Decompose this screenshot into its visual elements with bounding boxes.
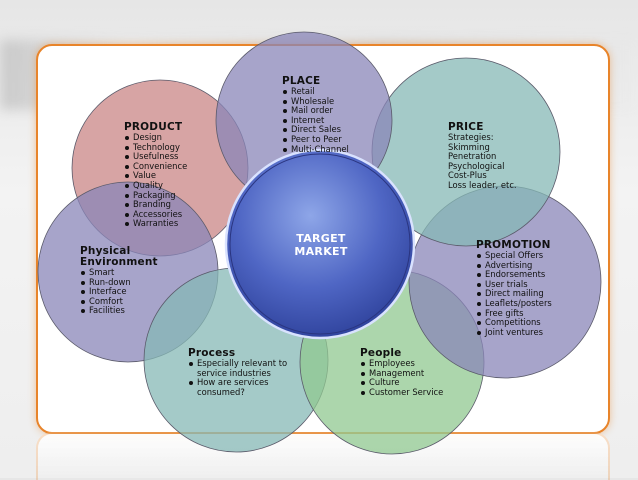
list-item: Quality bbox=[124, 180, 187, 191]
list-item: Direct Sales bbox=[282, 125, 349, 135]
list-item: Direct mailing bbox=[476, 289, 552, 299]
place-label: PLACE Retail Wholesale Mail order Intern… bbox=[282, 76, 349, 154]
list-item: How are services bbox=[188, 378, 287, 388]
place-list: Retail Wholesale Mail order Internet Dir… bbox=[282, 86, 349, 155]
physical-environment-label: Physical Environment Smart Run-down Inte… bbox=[80, 246, 158, 316]
promotion-label: PROMOTION Special Offers Advertising End… bbox=[476, 240, 552, 337]
list-item: Advertising bbox=[476, 260, 552, 271]
list-item: Peer to Peer bbox=[282, 134, 349, 145]
people-title: People bbox=[360, 347, 402, 359]
list-item-continuation: consumed? bbox=[197, 386, 245, 397]
product-label: PRODUCT Design Technology Usefulness Con… bbox=[124, 122, 187, 229]
promotion-list: Special Offers Advertising Endorsements … bbox=[476, 250, 552, 338]
list-item: Joint ventures bbox=[476, 327, 552, 338]
process-list: Especially relevant to service industrie… bbox=[188, 358, 287, 397]
list-item: Convenience bbox=[124, 161, 187, 172]
list-item: Interface bbox=[80, 287, 158, 297]
price-line: Skimming bbox=[448, 141, 490, 152]
promotion-title: PROMOTION bbox=[476, 239, 551, 251]
price-title: PRICE bbox=[448, 121, 484, 133]
center-line-2: MARKET bbox=[294, 245, 348, 258]
list-item: Branding bbox=[124, 200, 187, 210]
price-line: Penetration bbox=[448, 151, 497, 162]
physical-environment-list: Smart Run-down Interface Comfort Facilit… bbox=[80, 267, 158, 316]
process-title: Process bbox=[188, 347, 236, 359]
list-item: Packaging bbox=[124, 190, 187, 201]
list-item: Technology bbox=[124, 142, 187, 153]
target-market-circle bbox=[224, 148, 416, 340]
list-item: Free gifts bbox=[476, 308, 552, 319]
list-item: Culture bbox=[360, 378, 443, 388]
list-item: Smart bbox=[80, 267, 158, 278]
list-item: Accessories bbox=[124, 209, 187, 220]
list-item: Run-down bbox=[80, 277, 158, 288]
list-item: Special Offers bbox=[476, 250, 552, 261]
list-item: Mail order bbox=[282, 106, 349, 116]
list-item: Endorsements bbox=[476, 270, 552, 280]
list-item: Employees bbox=[360, 358, 443, 369]
list-item: Wholesale bbox=[282, 96, 349, 107]
list-item: Especially relevant to bbox=[188, 358, 287, 369]
price-line: Psychological bbox=[448, 160, 505, 171]
people-label: People Employees Management Culture Cust… bbox=[360, 348, 443, 397]
price-line: Loss leader, etc. bbox=[448, 179, 517, 190]
center-line-1: TARGET bbox=[296, 232, 346, 245]
target-market-inner-ring bbox=[229, 153, 411, 335]
product-list: Design Technology Usefulness Convenience… bbox=[124, 132, 187, 229]
process-label: Process Especially relevant to service i… bbox=[188, 348, 287, 397]
list-item: User trials bbox=[476, 279, 552, 290]
list-item: Comfort bbox=[80, 296, 158, 307]
people-list: Employees Management Culture Customer Se… bbox=[360, 358, 443, 398]
product-title: PRODUCT bbox=[124, 121, 183, 133]
frame-reflection bbox=[36, 432, 610, 480]
physical-title: Physical bbox=[80, 245, 131, 257]
price-label: PRICE Strategies: Skimming Penetration P… bbox=[448, 122, 517, 191]
list-item: Management bbox=[360, 368, 443, 379]
list-item: Retail bbox=[282, 86, 349, 97]
list-item: Leaflets/posters bbox=[476, 298, 552, 309]
list-item: Customer Service bbox=[360, 387, 443, 398]
list-item: Design bbox=[124, 132, 187, 143]
price-line: Cost-Plus bbox=[448, 170, 487, 181]
target-market-label: TARGET MARKET bbox=[258, 232, 384, 258]
list-item: Value bbox=[124, 171, 187, 181]
place-title: PLACE bbox=[282, 75, 321, 87]
price-line: Strategies: bbox=[448, 132, 494, 142]
list-item: Internet bbox=[282, 115, 349, 126]
list-item: Multi-Channel bbox=[282, 144, 349, 155]
list-item: Facilities bbox=[80, 306, 158, 316]
list-item-continuation: service industries bbox=[197, 367, 271, 378]
environment-title: Environment bbox=[80, 256, 158, 268]
list-item: Usefulness bbox=[124, 152, 187, 162]
list-item: Competitions bbox=[476, 318, 552, 328]
list-item: Warranties bbox=[124, 219, 187, 229]
